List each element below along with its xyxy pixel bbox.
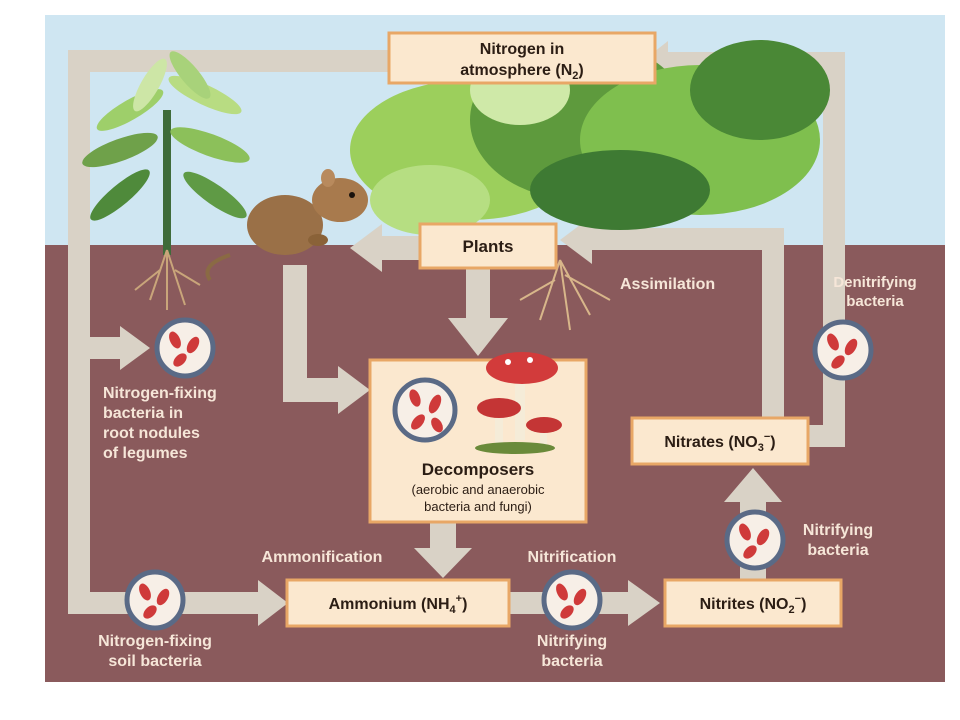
nitrites-box: Nitrites (NO2−) <box>663 578 843 628</box>
assimilation-label: Assimilation <box>620 276 715 293</box>
nitrites-superscript: − <box>795 593 801 605</box>
nitrites-subscript: 2 <box>789 604 795 616</box>
nodule-bacteria-icon <box>154 317 216 379</box>
nodule-branch <box>68 337 123 359</box>
legume-plant-illustration <box>82 51 250 310</box>
ammonium-arrowhead-top <box>414 548 472 578</box>
nitrates-superscript: − <box>764 431 770 443</box>
denitrifying-bacteria-icon <box>812 319 874 381</box>
ammonium-superscript: + <box>456 593 462 605</box>
decomposers-down <box>430 522 456 552</box>
nitrates-box: Nitrates (NO3−) <box>630 416 810 466</box>
animal-down <box>283 265 307 400</box>
nitrates-formula: Nitrates (NO <box>664 434 757 451</box>
nitrifying-right-label-line2: bacteria <box>807 542 868 559</box>
nitrifying-right-label-line1: Nitrifying <box>803 522 873 539</box>
ammonium-close: ) <box>462 596 467 613</box>
animal-right <box>283 378 343 402</box>
decomposers-arrowhead-top <box>448 318 508 356</box>
ammonium-arrowhead <box>258 580 288 626</box>
ammonium-box: Ammonium (NH4+) <box>285 578 511 628</box>
nitrates-close: ) <box>770 434 775 451</box>
left-pipe-vertical <box>68 50 90 610</box>
nodule-label-line4: of legumes <box>103 445 188 462</box>
decomposers-line2: bacteria and fungi) <box>424 499 532 514</box>
assimilation-horizontal <box>590 228 784 250</box>
nodule-label-line2: bacteria in <box>103 405 183 422</box>
nitrites-close: ) <box>801 596 806 613</box>
denitrifying-label-line2: bacteria <box>846 293 904 310</box>
left-pipe-top <box>68 50 390 72</box>
plants-label: Plants <box>462 237 513 256</box>
nitrifying-bottom-label-line1: Nitrifying <box>537 633 607 650</box>
plants-box: Plants <box>418 222 558 270</box>
nitrites-label: Nitrites (NO2−) <box>700 593 807 616</box>
plants-to-animal <box>380 236 420 260</box>
mushroom-icon <box>475 352 562 454</box>
decomposers-line1: (aerobic and anaerobic <box>412 482 545 497</box>
decomposers-title: Decomposers <box>422 460 534 479</box>
atmosphere-subscript: 2 <box>572 70 578 82</box>
plants-arrowhead-right <box>560 216 592 264</box>
atmosphere-formula: atmosphere (N <box>460 62 572 79</box>
atmosphere-line1: Nitrogen in <box>480 41 564 58</box>
assimilation-vertical <box>762 228 784 418</box>
soil-bacteria-label-line1: Nitrogen-fixing <box>98 633 212 650</box>
ammonium-label: Ammonium (NH4+) <box>329 593 468 616</box>
denitrifying-label-line1: Denitrifying <box>833 274 916 291</box>
nodule-label-line3: root nodules <box>103 425 200 442</box>
atmosphere-close: ) <box>578 62 583 79</box>
nodule-label-line1: Nitrogen-fixing <box>103 385 217 402</box>
rodent-illustration <box>205 169 368 282</box>
ammonification-label: Ammonification <box>262 549 383 566</box>
nitrites-arrowhead <box>628 580 660 626</box>
nitrifying-bacteria-right-icon <box>724 509 786 571</box>
nitrification-label: Nitrification <box>528 549 617 566</box>
nitrates-arrowhead <box>724 468 782 502</box>
nitrifying-bacteria-bottom-icon <box>541 569 603 631</box>
decomposers-arrowhead-left <box>338 366 370 414</box>
decomposer-bacteria-icon <box>392 377 458 443</box>
atmosphere-box: Nitrogen in atmosphere (N2) <box>387 31 657 85</box>
right-pipe-bottom <box>800 425 845 447</box>
decomposers-box: Decomposers (aerobic and anaerobic bacte… <box>368 352 588 524</box>
ammonium-subscript: 4 <box>450 604 457 616</box>
nitrates-subscript: 3 <box>758 442 764 454</box>
ammonium-formula: Ammonium (NH <box>329 596 450 613</box>
right-pipe-vertical <box>823 52 845 447</box>
animal-arrowhead <box>350 224 382 272</box>
nodule-arrowhead <box>120 326 150 370</box>
atmosphere-line2: atmosphere (N2) <box>460 62 583 82</box>
nitrifying-bottom-label-line2: bacteria <box>541 653 602 670</box>
plants-down <box>466 268 490 323</box>
soil-bacteria-icon <box>124 569 186 631</box>
nitrates-label: Nitrates (NO3−) <box>664 431 775 454</box>
soil-bacteria-label-line2: soil bacteria <box>108 653 201 670</box>
nitrites-formula: Nitrites (NO <box>700 596 789 613</box>
